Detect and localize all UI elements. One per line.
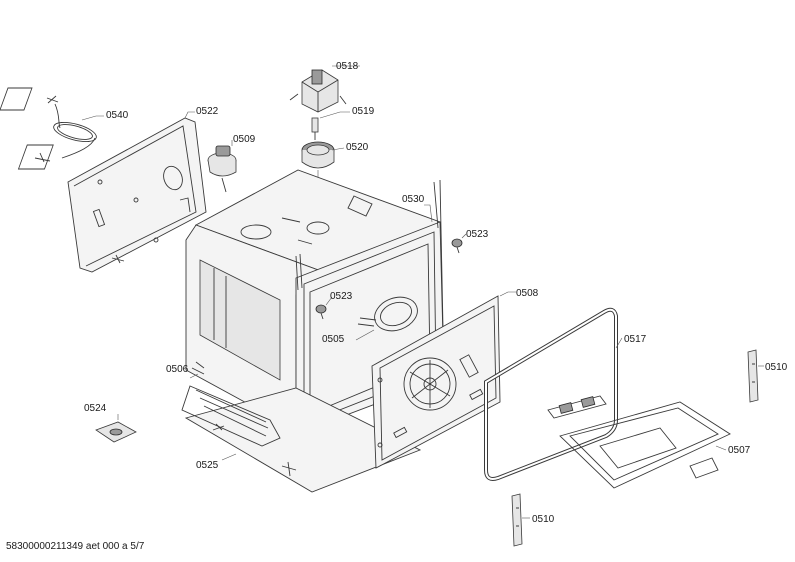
part-label-0508: 0508 [516,288,539,299]
leader-lines [81,65,764,519]
part-label-0518: 0518 [336,61,359,72]
screw-part [315,304,327,320]
ring-heater-part [357,296,418,332]
screw-part [451,238,463,254]
part-label-0540: 0540 [106,110,129,121]
motor-seal-ring-part [301,141,335,169]
cable-set-part [0,87,97,170]
rear-wall-fan-part [371,295,501,469]
part-label-0509: 0509 [233,134,256,145]
rear-cover-panel-part [67,117,207,273]
bracket-part [511,493,523,547]
part-label-0530: 0530 [402,194,425,205]
part-label-0510-right: 0510 [765,362,788,373]
part-label-0519: 0519 [352,106,375,117]
spacer-part [95,421,137,443]
bracket-part [747,349,759,403]
document-reference-footer: 58300000211349 aet 000 a 5/7 [6,541,145,552]
part-label-0507: 0507 [728,445,751,456]
part-label-0520: 0520 [346,142,369,153]
part-label-0523-left: 0523 [330,291,353,302]
grill-heater-part [547,395,731,489]
part-label-0522: 0522 [196,106,219,117]
oven-floor-panel-part [184,387,422,493]
thermostat-part [207,145,237,193]
part-label-0517: 0517 [624,334,647,345]
bottom-heater-part [181,361,281,447]
door-seal-part [484,307,618,481]
part-label-0506: 0506 [166,364,189,375]
part-label-0510-bottom: 0510 [532,514,555,525]
fan-motor-part [289,69,347,113]
part-label-0523-right: 0523 [466,229,489,240]
motor-shaft-part [311,117,319,140]
part-label-0505: 0505 [322,334,345,345]
oven-cavity-part [185,169,445,435]
part-label-0525: 0525 [196,460,219,471]
part-label-0524: 0524 [84,403,107,414]
